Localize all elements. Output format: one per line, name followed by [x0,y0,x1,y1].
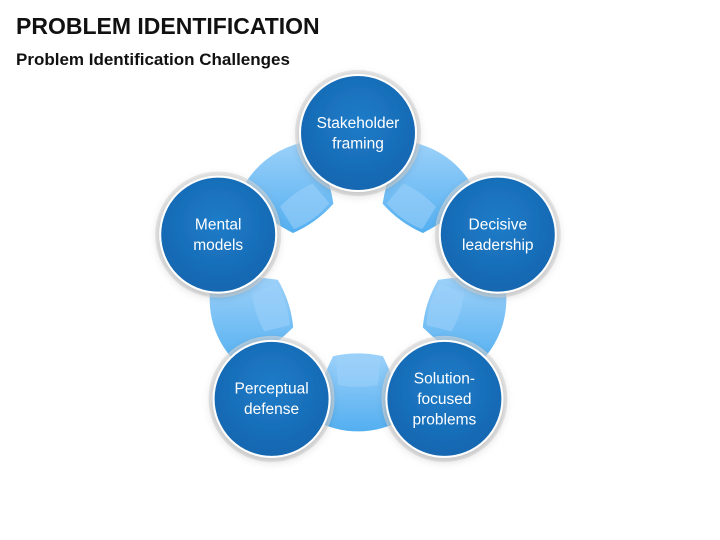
node-decisive-leadership: Decisive leadership [434,171,561,298]
connector-highlight [336,355,380,387]
node-label-line: Perceptual [235,381,309,398]
slide-subtitle: Problem Identification Challenges [16,50,290,69]
node-label-line: defense [244,401,299,418]
connector-highlight [426,283,464,332]
node-perceptual-defense: Perceptual defense [208,335,335,462]
node-circle [212,339,331,458]
node-solution-focused-problems: Solution-focused problems [381,335,508,462]
node-label-line: focused [417,391,471,408]
node-label: Mental models [193,216,243,254]
node-label-line: framing [332,135,384,152]
node-stakeholder-framing: Stakeholder framing [295,70,421,196]
node-label: Perceptual defense [235,381,309,419]
node-label-line: leadership [462,237,534,254]
slide-title: PROBLEM IDENTIFICATION [16,13,320,39]
connector-highlight [386,183,436,230]
connector-highlight [280,183,330,230]
node-circle [299,74,417,192]
node-label-line: Solution- [414,370,475,387]
node-label-line: Stakeholder [317,115,400,132]
node-mental-models: Mental models [155,171,282,298]
node-circle [385,339,504,458]
node-circle [438,175,557,294]
node-label-line: problems [413,411,477,428]
node-label-line: Decisive [469,216,528,233]
node-circle [159,175,278,294]
node-label-line: Mental [195,216,242,233]
connector-highlight [252,283,290,332]
node-label: Decisive leadership [462,216,534,254]
node-label-line: models [193,237,243,254]
node-label: Stakeholder framing [317,115,400,153]
node-label: Solution-focused problems [413,370,477,428]
